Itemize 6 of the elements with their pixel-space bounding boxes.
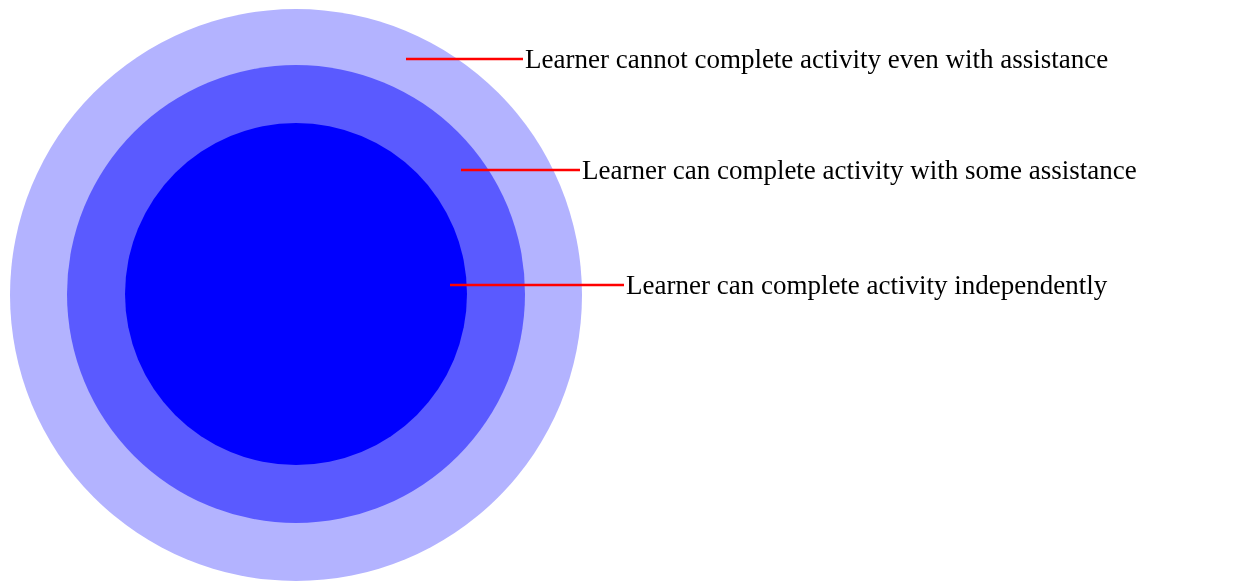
callout-text: Learner can complete activity independently — [626, 269, 1108, 301]
leader-line — [461, 168, 580, 172]
callout-text: Learner cannot complete activity even with assistance — [525, 43, 1109, 75]
leader-line — [406, 57, 523, 61]
leader-line — [450, 283, 624, 287]
callout-text: Learner can complete activity with some assistance — [582, 154, 1137, 186]
